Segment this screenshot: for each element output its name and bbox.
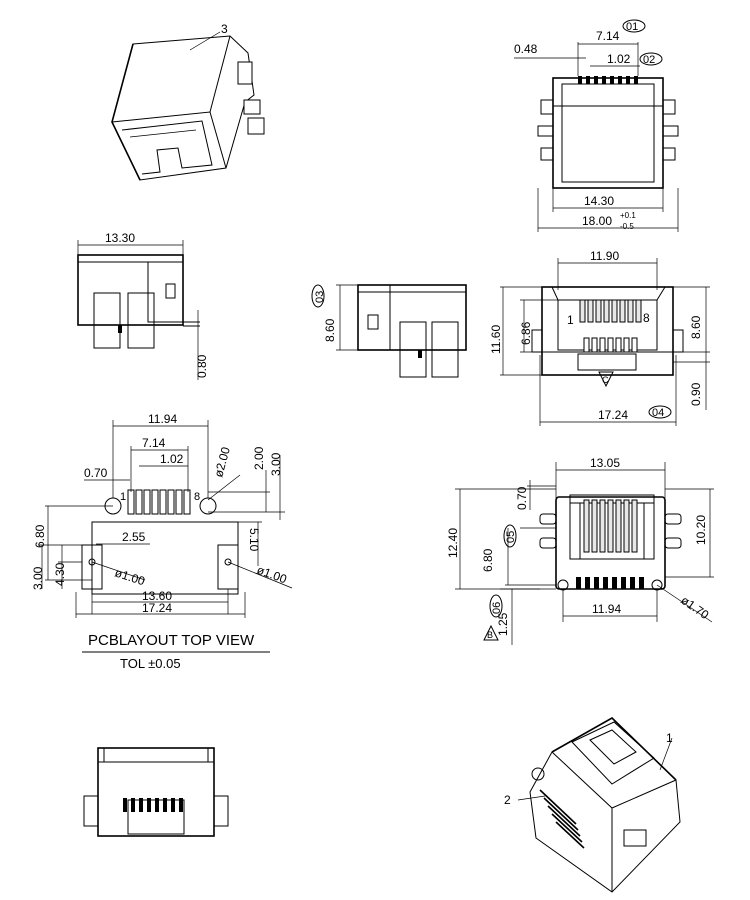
dim-13-30: 13.30 (105, 231, 135, 245)
pcb-dim-13-60: 13.60 (142, 589, 172, 603)
pcb-layout-view: 11.94 7.14 1.02 0.70 1 8 ø2.00 2.00 (31, 412, 293, 671)
dim-8-60: 8.60 (323, 318, 337, 342)
tol-minus: -0.5 (620, 222, 634, 231)
part-label-3: 3 (221, 22, 228, 36)
pcb-dim-5-10: 5.10 (247, 528, 261, 552)
dim-0-90: 0.90 (689, 382, 703, 406)
tol-plus: +0.1 (620, 211, 636, 220)
pcb-dim-3-00: 3.00 (269, 452, 283, 476)
dim-0-80: 0.80 (195, 354, 209, 378)
tag-05: 05 (505, 531, 517, 543)
pcb-layout-title: PCBLAYOUT TOP VIEW (88, 632, 255, 649)
pcb-dim-2-55: 2.55 (122, 530, 146, 544)
pcb-dim-0-70: 0.70 (84, 466, 108, 480)
pcb-dim-phi-2-00: ø2.00 (211, 445, 233, 479)
dim-11-60: 11.60 (489, 325, 503, 354)
isometric-view-bottom: 1 2 (504, 717, 681, 893)
dim-18-00: 18.00 (582, 214, 612, 228)
bot-dim-10-20: 10.20 (694, 515, 708, 545)
dim-17-24: 17.24 (598, 408, 628, 422)
dim-6-86: 6.86 (519, 321, 533, 345)
dim-1-02: 1.02 (607, 52, 631, 66)
mid-side-view: 8.60 03 (311, 284, 467, 378)
tag-04: 04 (652, 407, 664, 419)
bot-dim-0-70: 0.70 (515, 486, 529, 510)
pcb-dim-17-24: 17.24 (142, 601, 172, 615)
pcb-dim-2-00: 2.00 (252, 446, 266, 470)
pcb-dim-11-94: 11.94 (148, 412, 177, 426)
tag-02: 02 (643, 54, 655, 66)
bot-dim-6-80: 6.80 (481, 548, 495, 572)
end-view: 11.90 1 8 (489, 249, 710, 426)
pcb-dim-6-80: 6.80 (33, 524, 47, 548)
pcb-dim-phi-1-00-right: ø1.00 (255, 563, 289, 587)
tag-06: 06 (491, 602, 503, 614)
pcb-dim-3-00-left: 3.00 (31, 566, 45, 590)
bottom-front-view (83, 747, 229, 837)
bot-dim-1-25: 1.25 (496, 612, 510, 636)
datum-c: C (602, 375, 609, 385)
bot-dim-phi-1-70: ø1.70 (678, 593, 711, 622)
front-view: 7.14 01 0.48 1.02 02 14.30 18.00 +0.1 -0… (514, 19, 679, 232)
pin-label-1: 1 (567, 313, 574, 327)
side-view: 13.30 0.80 (77, 231, 209, 380)
pin-label-8: 8 (643, 311, 650, 325)
part-label-2: 2 (504, 793, 511, 807)
pcb-dim-1-02: 1.02 (160, 452, 184, 466)
bot-dim-12-40: 12.40 (446, 528, 460, 558)
tag-03: 03 (314, 291, 326, 303)
dim-11-90: 11.90 (590, 249, 619, 263)
dim-7-14: 7.14 (596, 29, 620, 43)
dim-0-48: 0.48 (514, 42, 538, 56)
datum-b: B (487, 630, 493, 640)
bot-dim-13-05: 13.05 (590, 456, 620, 470)
part-label-1: 1 (666, 731, 673, 745)
dim-14-30: 14.30 (584, 194, 614, 208)
tag-01: 01 (626, 21, 638, 33)
pcb-dim-phi-1-00-left: ø1.00 (113, 566, 147, 589)
pcb-dim-7-14: 7.14 (142, 436, 166, 450)
bottom-view: 13.05 (446, 456, 714, 645)
bot-dim-11-94: 11.94 (592, 602, 621, 616)
pcb-pin-8: 8 (194, 491, 200, 503)
dim-8-60-right: 8.60 (689, 315, 703, 339)
isometric-view-top: 3 (111, 22, 265, 181)
pcb-dim-4-30: 4.30 (53, 562, 67, 586)
pcb-tolerance: TOL ±0.05 (120, 656, 181, 671)
pcb-pin-1: 1 (120, 491, 126, 503)
